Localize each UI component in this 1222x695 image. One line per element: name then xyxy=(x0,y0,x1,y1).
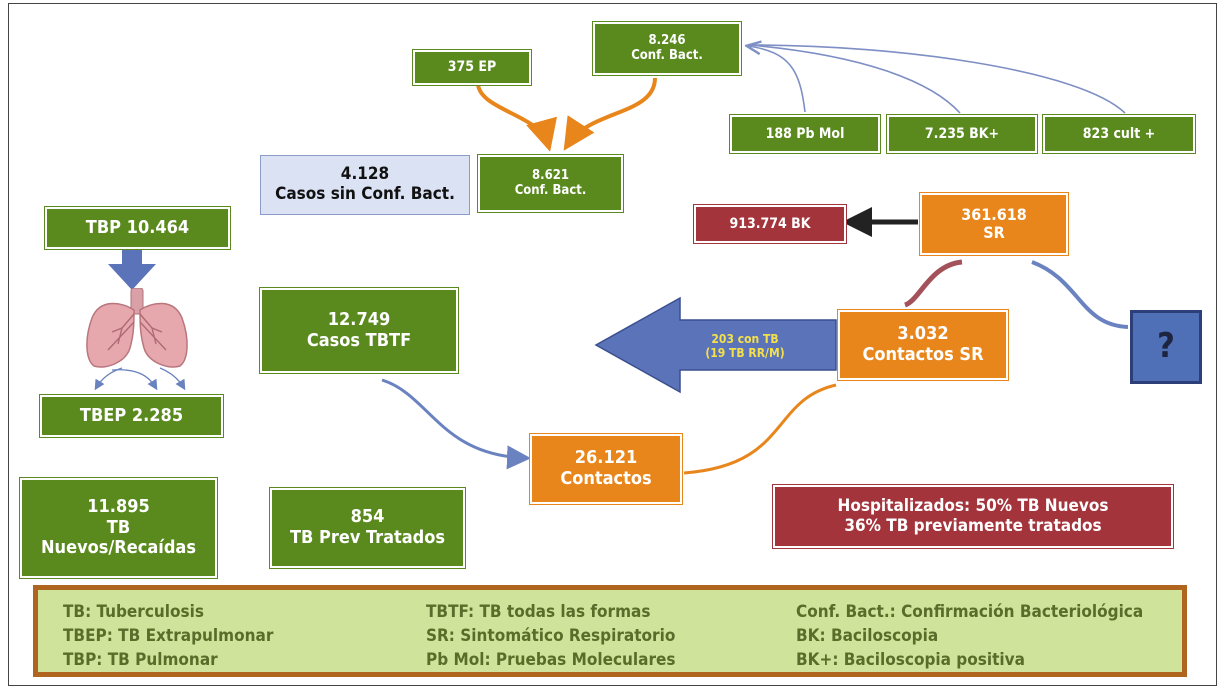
connector-tbtf-to-contactos xyxy=(381,378,531,470)
legend-item: BK: Baciloscopia xyxy=(796,626,939,646)
node-bk: 913.774 BK xyxy=(694,205,846,243)
legend-box: TB: Tuberculosis TBEP: TB Extrapulmonar … xyxy=(33,585,1187,677)
legend-item: Conf. Bact.: Confirmación Bacteriológica xyxy=(796,602,1144,622)
legend-item: TB: Tuberculosis xyxy=(63,602,205,622)
node-cult: 823 cult + xyxy=(1043,115,1195,153)
connector-contactos-to-contactos-sr xyxy=(683,383,837,475)
big-arrow xyxy=(594,296,837,394)
connector-bkpos-to-conf xyxy=(749,44,961,114)
node-bk-pos: 7.235 BK+ xyxy=(887,115,1037,153)
legend-item: Pb Mol: Pruebas Moleculares xyxy=(426,650,676,670)
lungs-icon xyxy=(86,288,188,368)
legend-item: SR: Sintomático Respiratorio xyxy=(426,626,676,646)
legend-item: TBEP: TB Extrapulmonar xyxy=(63,626,274,646)
lung-arrow-2 xyxy=(111,369,158,391)
legend-col-3: Conf. Bact.: Confirmación Bacteriológica… xyxy=(796,600,1143,672)
legend-item: BK+: Baciloscopia positiva xyxy=(796,650,1025,670)
big-arrow-label: 203 con TB(19 TB RR/M) xyxy=(705,332,785,360)
legend-item: TBP: TB Pulmonar xyxy=(63,650,218,670)
connector-pbmol-to-conf xyxy=(748,46,806,113)
lung-arrow-1 xyxy=(94,367,123,391)
connector-sr-to-contactos-sr xyxy=(903,259,963,308)
lung-arrow-3 xyxy=(159,367,186,391)
connector-conf-to-conf xyxy=(563,77,657,151)
connector-sr-to-question xyxy=(1031,260,1129,329)
legend-item: TBTF: TB todas las formas xyxy=(426,602,651,622)
legend-col-1: TB: Tuberculosis TBEP: TB Extrapulmonar … xyxy=(63,600,273,672)
node-375-ep: 375 EP xyxy=(413,50,531,85)
connector-ep-to-conf xyxy=(476,83,557,152)
connector-cult-to-conf xyxy=(749,44,1126,114)
legend-col-2: TBTF: TB todas las formas SR: Sintomátic… xyxy=(426,600,675,672)
node-question: ? xyxy=(1130,310,1202,384)
node-tbp: TBP 10.464 xyxy=(45,207,230,249)
node-tbep: TBEP 2.285 xyxy=(40,395,223,437)
diagram-frame xyxy=(8,3,1217,686)
node-pb-mol: 188 Pb Mol xyxy=(730,115,880,153)
tbp-down-arrow xyxy=(108,248,156,290)
